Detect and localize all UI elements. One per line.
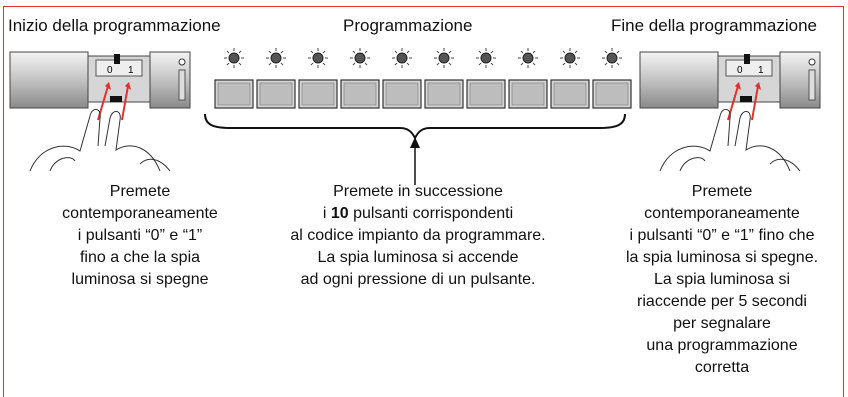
start-caption-line: Premete (109, 183, 171, 200)
indicator-lamp-icon (476, 48, 496, 68)
group-brace (204, 113, 626, 141)
indicator-lamp-icon (602, 48, 622, 68)
indicator-lamp-icon (560, 48, 580, 68)
end-key-0-label: 0 (737, 65, 743, 76)
start-title: Inizio della programmazione (8, 16, 221, 35)
middle-caption-line: La spia luminosa si accende (317, 249, 519, 266)
code-push-button-face (301, 82, 335, 106)
middle-caption-line: ad ogni pressione di un pulsante. (300, 271, 536, 288)
code-push-button-face (427, 82, 461, 106)
code-push-button-face (385, 82, 419, 106)
button-count-bold: 10 (330, 205, 349, 222)
code-push-button-face (511, 82, 545, 106)
middle-caption-suffix: pulsanti corrispondenti (348, 205, 514, 222)
indicator-lamp-icon (266, 48, 286, 68)
end-caption-line: La spia luminosa si (653, 271, 791, 288)
end-key-1-label: 1 (758, 65, 764, 76)
indicator-lamp-icon (308, 48, 328, 68)
start-caption-line: contemporaneamente (62, 205, 218, 222)
middle-caption-prefix: i (322, 205, 331, 222)
start-caption-line: i pulsanti “0” e “1” (77, 227, 203, 244)
indicator-lamp-icon (350, 48, 370, 68)
diagram-frame (3, 6, 844, 397)
code-push-button-face (217, 82, 251, 106)
end-caption-line: una programmazione (646, 337, 798, 354)
code-push-button-face (553, 82, 587, 106)
indicator-lamp-icon (434, 48, 454, 68)
end-caption-line: corretta (694, 359, 750, 376)
end-device-illustration: 0 1 (639, 51, 821, 172)
end-caption-line: per segnalare (673, 315, 771, 332)
start-device-illustration: 0 1 (9, 51, 191, 172)
end-title: Fine della programmazione (611, 16, 817, 35)
code-push-button-face (343, 82, 377, 106)
pointer-arrowhead (410, 137, 420, 148)
end-caption-line: contemporaneamente (644, 205, 800, 222)
middle-title: Programmazione (343, 16, 473, 35)
start-caption-line: luminosa si spegne (71, 271, 209, 288)
indicator-lamp-icon (518, 48, 538, 68)
end-caption-line: riaccende per 5 secondi (637, 293, 807, 310)
end-caption-line: Premete (691, 183, 753, 200)
indicator-lamp-icon (224, 48, 244, 68)
code-push-button-face (259, 82, 293, 106)
programming-keypad (204, 48, 632, 185)
code-push-button-face (595, 82, 629, 106)
start-key-0-label: 0 (107, 65, 113, 76)
start-key-1-label: 1 (128, 65, 134, 76)
middle-caption: Premete in successione i 10 pulsanti cor… (268, 181, 568, 291)
start-caption: Premete contemporaneamente i pulsanti “0… (30, 181, 250, 291)
middle-caption-line-2: i 10 pulsanti corrispondenti (268, 203, 568, 225)
middle-caption-line: al codice impianto da programmare. (290, 227, 546, 244)
middle-caption-line: Premete in successione (333, 183, 503, 200)
start-caption-line: fino a che la spia (79, 249, 201, 266)
end-caption: Premete contemporaneamente i pulsanti “0… (600, 181, 844, 379)
end-caption-line: i pulsanti “0” e “1” fino che (629, 227, 815, 244)
end-caption-line: la spia luminosa si spegne. (625, 249, 819, 266)
indicator-lamp-icon (392, 48, 412, 68)
code-push-button-face (469, 82, 503, 106)
